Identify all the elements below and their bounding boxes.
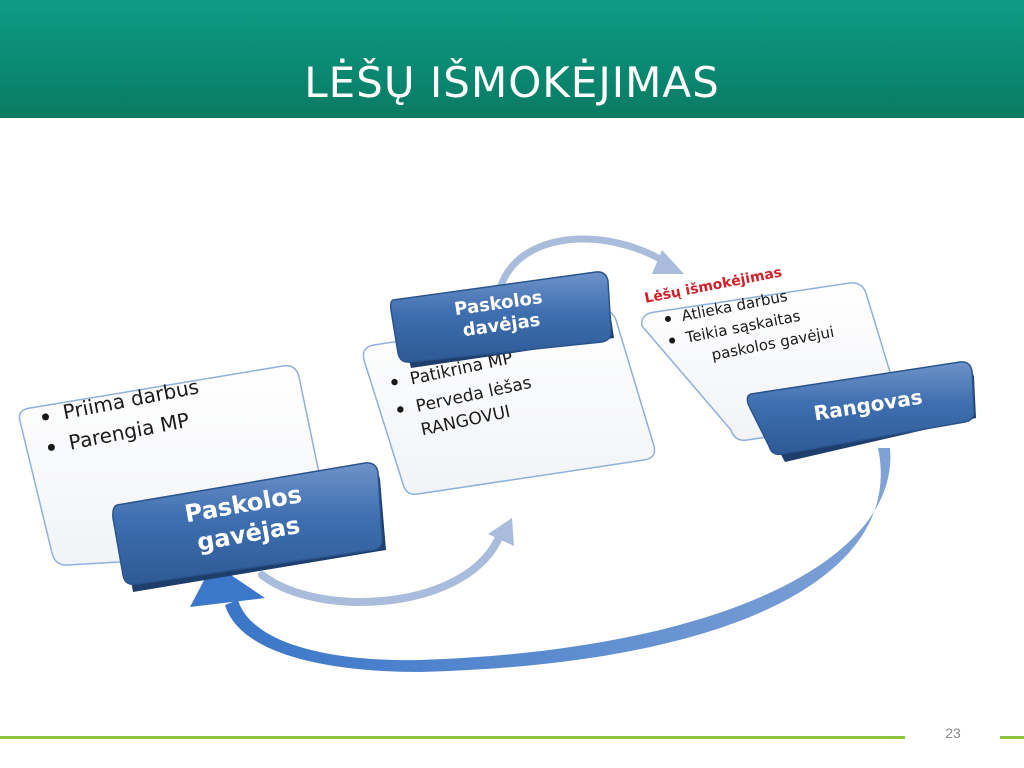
- arc-arrow-middle-to-right-head: [652, 250, 684, 274]
- box-rangovas: Rangovas: [746, 361, 976, 462]
- footer-line-right: [1000, 736, 1024, 739]
- bullet-dot: [397, 406, 404, 413]
- slide-title: LĖŠŲ IŠMOKĖJIMAS: [304, 58, 720, 107]
- bullet-dot: [669, 337, 676, 344]
- box-paskolos-davejas: Paskolos davėjas: [390, 271, 614, 368]
- footer-line-left: [0, 736, 905, 739]
- header-bar: LĖŠŲ IŠMOKĖJIMAS: [0, 0, 1024, 118]
- arc-arrow-left-to-middle-head: [488, 518, 514, 546]
- bullet-dot: [42, 413, 50, 421]
- bullet-dot: [391, 378, 398, 386]
- bullet-dot: [47, 443, 55, 451]
- bullet-dot: [664, 315, 671, 322]
- return-arrow: [225, 448, 891, 672]
- page-number: 23: [945, 725, 961, 741]
- arc-arrow-left-to-middle: [258, 531, 504, 606]
- arc-arrow-middle-to-right: [496, 235, 669, 292]
